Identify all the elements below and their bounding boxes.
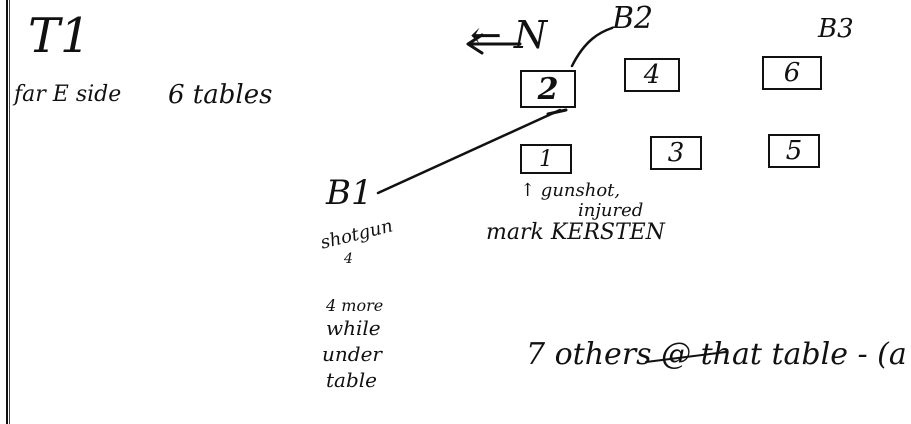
strike-that (645, 351, 727, 363)
table1-note-line2: injured (578, 200, 644, 221)
table1-note-line1: ↑ gunshot, (520, 180, 621, 201)
b1-note2-line4: table (326, 368, 377, 392)
name-line: mark KERSTEN (486, 220, 665, 245)
table-2: 2 (520, 70, 576, 108)
b1-note2-line1: 4 more (326, 296, 384, 315)
b1-leader-line (376, 108, 562, 195)
label-b1: B1 (326, 173, 373, 213)
b1-note2-line3: under (322, 342, 382, 366)
north-label: ← N (470, 13, 548, 57)
north-arrow-head (466, 33, 484, 55)
table-6: 6 (762, 56, 822, 90)
table-4: 4 (624, 58, 680, 92)
label-b2: B2 (612, 1, 654, 36)
b1-note-4: 4 (344, 251, 353, 267)
bottom-line: 7 others @ that table - (a (526, 337, 907, 372)
b2-leader-line (570, 26, 614, 68)
table-5: 5 (768, 134, 820, 168)
label-b3: B3 (818, 14, 854, 44)
side-note: far E side (14, 82, 122, 107)
table-3: 3 (650, 136, 702, 170)
b1-note2-line2: while (326, 316, 381, 340)
b1-arrowhead (546, 108, 568, 116)
tables-count: 6 tables (168, 80, 273, 110)
table-1: 1 (520, 144, 572, 174)
page-edge-inner (9, 0, 10, 424)
page-edge (6, 0, 8, 424)
title-t1: T1 (28, 8, 91, 64)
